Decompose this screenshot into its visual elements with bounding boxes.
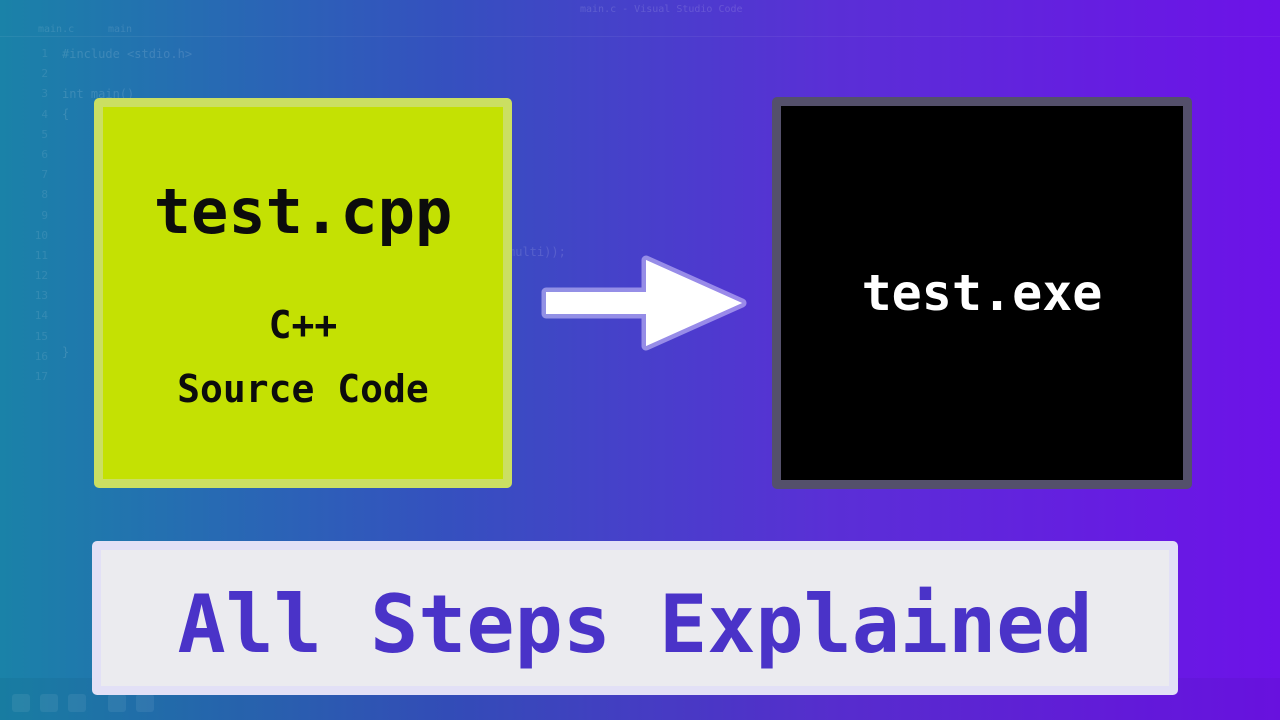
code-line: } (62, 345, 70, 359)
title-banner: All Steps Explained (92, 541, 1178, 695)
editor-tab: main (108, 24, 133, 35)
line-number: 5 (41, 127, 48, 141)
search-icon (40, 694, 58, 712)
line-number: 14 (34, 309, 48, 323)
line-number: 15 (34, 329, 48, 343)
executable-file-card: test.exe (772, 97, 1192, 489)
line-number: 2 (41, 67, 48, 81)
line-number: 9 (41, 208, 48, 222)
browser-icon (108, 694, 126, 712)
line-number: 16 (34, 349, 48, 363)
code-line: #include <stdio.h> (62, 47, 193, 61)
code-line: { (62, 107, 70, 121)
banner-title: All Steps Explained (177, 578, 1093, 671)
line-number: 7 (41, 168, 48, 182)
start-icon (12, 694, 30, 712)
source-language: C++ (268, 303, 338, 347)
line-number: 3 (41, 87, 48, 101)
source-description: Source Code (177, 367, 429, 411)
line-number: 17 (34, 370, 48, 383)
editor-window-title: main.c - Visual Studio Code (580, 4, 743, 15)
right-arrow-icon (541, 255, 747, 351)
line-number: 8 (41, 188, 48, 202)
task-view-icon (68, 694, 86, 712)
editor-tab-bar (0, 0, 1280, 37)
folder-icon (136, 694, 154, 712)
line-number: 6 (41, 147, 48, 161)
source-filename: test.cpp (153, 175, 453, 248)
editor-tab: main.c (38, 24, 75, 35)
line-number: 11 (34, 248, 48, 262)
line-number: 1 (41, 47, 48, 60)
executable-filename: test.exe (861, 264, 1103, 322)
source-file-card: test.cpp C++ Source Code (94, 98, 512, 488)
line-number: 4 (41, 107, 48, 121)
editor-line-gutter: 1 2 3 4 5 6 7 8 9 10 11 12 13 14 15 16 1… (20, 44, 48, 387)
line-number: 13 (34, 289, 48, 303)
line-number: 10 (34, 228, 48, 242)
line-number: 12 (34, 269, 48, 283)
